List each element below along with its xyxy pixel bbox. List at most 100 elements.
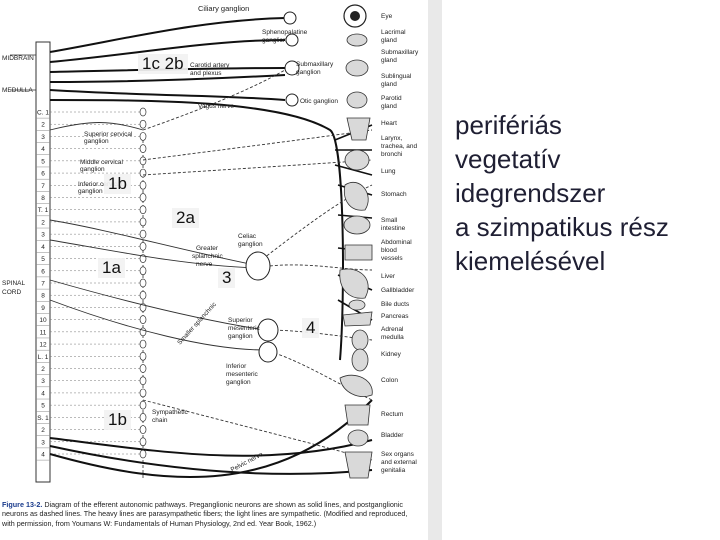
organ-label-bile: Bile ducts bbox=[381, 301, 410, 308]
overlay-label-3: 3 bbox=[218, 268, 236, 288]
chain-ganglion bbox=[139, 339, 147, 349]
greater-splanchnic-label-3: nerve bbox=[196, 261, 213, 268]
chain-ganglion bbox=[139, 290, 147, 300]
organ-shapes bbox=[339, 33, 373, 479]
chain-ganglion bbox=[139, 144, 147, 153]
title-line: idegrendszer bbox=[455, 178, 606, 208]
segment-label: 4 bbox=[41, 390, 45, 397]
segment-label: 3 bbox=[41, 378, 45, 385]
organ-label-lacrimal: gland bbox=[381, 37, 397, 44]
segment-label: 9 bbox=[41, 305, 45, 312]
spinal-cord-column bbox=[35, 41, 51, 483]
segment-label: 5 bbox=[41, 256, 45, 263]
chain-ganglion bbox=[139, 193, 147, 202]
organ-label-larynx: bronchi bbox=[381, 151, 402, 158]
segment-label: C. 1 bbox=[37, 110, 49, 117]
slide-title: perifériás vegetatív idegrendszer a szim… bbox=[455, 108, 717, 278]
overlay-label-2a: 2a bbox=[172, 208, 199, 228]
organ-label-pancreas: Pancreas bbox=[381, 313, 409, 320]
inferior-cervical-label-1: Inferior cervical bbox=[78, 181, 123, 188]
title-line: a szimpatikus rész bbox=[455, 212, 669, 242]
chain-ganglion bbox=[139, 449, 147, 459]
inferior-mesenteric-label-1: Inferior bbox=[226, 363, 247, 370]
title-line: kiemelésével bbox=[455, 246, 606, 276]
sacral-outflow bbox=[49, 399, 373, 479]
sympathetic-chain-label-1: Sympathetic bbox=[152, 409, 189, 416]
overlay-label-1b-bottom: 1b bbox=[104, 410, 131, 430]
organ-label-kidney: Kidney bbox=[381, 351, 402, 358]
segment-label: 11 bbox=[40, 329, 47, 336]
chain-ganglion bbox=[139, 180, 147, 190]
chain-ganglion bbox=[139, 437, 147, 447]
segment-label: T. 1 bbox=[38, 207, 49, 214]
chain-ganglion bbox=[139, 266, 147, 276]
submaxillary-ganglion-label-1: Submaxillary bbox=[296, 61, 334, 68]
smaller-splanchnic-label: Smaller splanchnic bbox=[176, 301, 218, 347]
organ-label-sex: Sex organs bbox=[381, 451, 415, 458]
organ-label-sublingual: gland bbox=[381, 81, 397, 88]
superior-cervical-label-1: Superior cervical bbox=[84, 131, 133, 138]
chain-ganglion bbox=[139, 242, 147, 251]
organ-label-lung: Lung bbox=[381, 168, 396, 175]
organ-label-abdominal: Abdominal bbox=[381, 239, 412, 246]
segment-label: 7 bbox=[41, 281, 45, 288]
segment-label: 3 bbox=[41, 134, 45, 141]
organ-label-adrenal: Adrenal bbox=[381, 326, 404, 333]
overlay-label-1a: 1a bbox=[98, 258, 125, 278]
organ-labels: EyeLacrimalglandSubmaxillaryglandSubling… bbox=[381, 13, 419, 474]
segment-label: 4 bbox=[41, 452, 45, 459]
segment-label: 4 bbox=[41, 244, 45, 251]
chain-ganglion bbox=[139, 425, 147, 434]
celiac-label-1: Celiac bbox=[238, 233, 257, 240]
greater-splanchnic-label-1: Greater bbox=[196, 245, 219, 252]
chain-ganglion bbox=[139, 364, 147, 373]
organ-label-sex: genitalia bbox=[381, 467, 406, 474]
chain-ganglion bbox=[139, 168, 147, 178]
chain-ganglion bbox=[139, 413, 147, 422]
vagus-nerve-label: Vagus nerve bbox=[198, 103, 234, 110]
overlay-label-1c2b: 1c 2b bbox=[138, 54, 188, 74]
chain-ganglion bbox=[139, 132, 147, 141]
organ-label-parotid: Parotid bbox=[381, 95, 402, 102]
chain-ganglion bbox=[139, 376, 147, 386]
figure-number: Figure 13-2. bbox=[2, 500, 43, 509]
chain-ganglion bbox=[139, 205, 147, 215]
organ-label-submaxillary: Submaxillary bbox=[381, 49, 419, 56]
segment-label: 10 bbox=[39, 317, 47, 324]
organ-label-abdominal: blood bbox=[381, 247, 397, 254]
overlay-label-4: 4 bbox=[302, 318, 320, 338]
inferior-mesenteric-label-2: mesenteric bbox=[226, 371, 259, 378]
medulla-label: MEDULLA bbox=[2, 87, 33, 94]
prevertebral-ganglia bbox=[245, 251, 279, 363]
chain-ganglia bbox=[139, 107, 147, 459]
organ-label-adrenal: medulla bbox=[381, 334, 404, 341]
sphenopalatine-label-2: ganglion bbox=[262, 37, 287, 44]
chain-ganglion bbox=[139, 278, 147, 288]
superior-mesenteric-label-3: ganglion bbox=[228, 333, 253, 340]
carotid-label-2: and plexus bbox=[190, 70, 222, 77]
chain-ganglion bbox=[139, 388, 147, 398]
organ-label-gallbladder: Gallbladder bbox=[381, 287, 415, 294]
segment-label: L. 1 bbox=[38, 354, 49, 361]
segment-label: 2 bbox=[41, 219, 45, 226]
middle-cervical-label-1: Middle cervical bbox=[80, 159, 124, 166]
carotid-label-1: Carotid artery bbox=[190, 62, 230, 69]
segment-label: S. 1 bbox=[37, 415, 49, 422]
overlay-label-1b-top: 1b bbox=[104, 174, 131, 194]
cranial-outflow bbox=[49, 17, 344, 361]
segment-label: 7 bbox=[41, 183, 45, 190]
segment-label: 8 bbox=[41, 293, 45, 300]
segment-label: 3 bbox=[41, 232, 45, 239]
title-line: vegetatív bbox=[455, 144, 561, 174]
segment-label: 12 bbox=[39, 342, 47, 349]
sympathetic-fibers bbox=[49, 69, 373, 461]
sympathetic-chain-label-2: chain bbox=[152, 417, 168, 424]
celiac-label-2: ganglion bbox=[238, 241, 263, 248]
chain-ganglion bbox=[139, 217, 147, 227]
segment-label: 2 bbox=[41, 366, 45, 373]
organ-label-sublingual: Sublingual bbox=[381, 73, 412, 80]
divider-strip bbox=[428, 0, 442, 540]
chain-ganglion bbox=[139, 351, 147, 361]
